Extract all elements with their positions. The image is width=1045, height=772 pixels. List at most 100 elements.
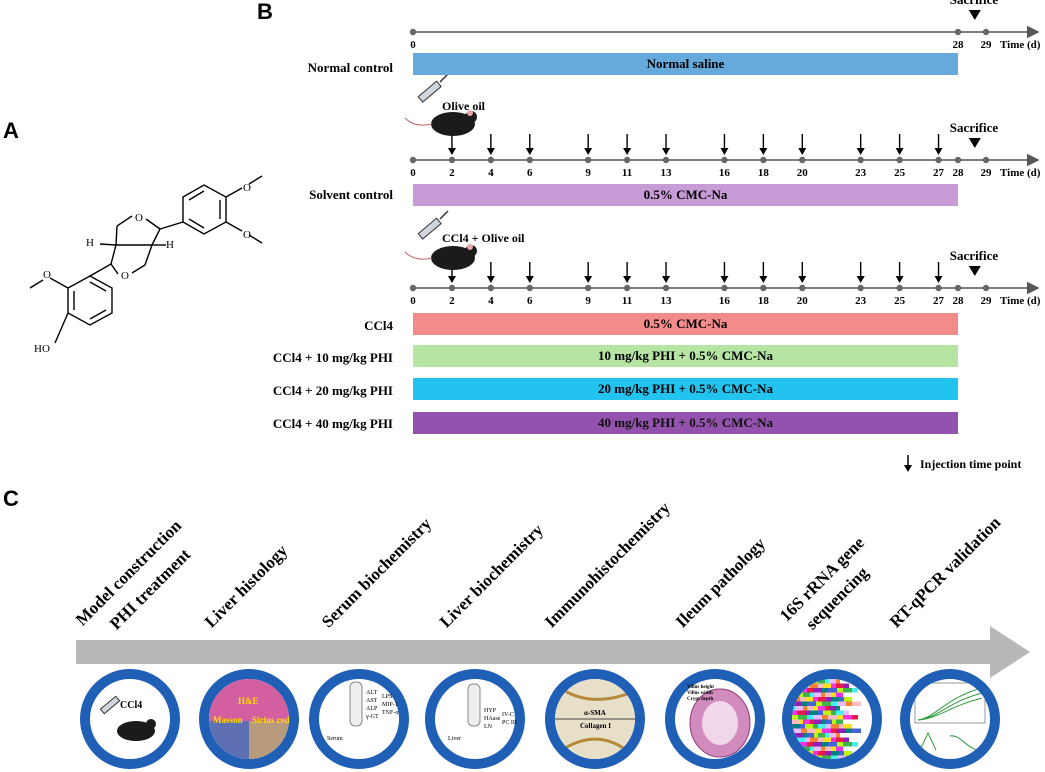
sequence-bar-segment [839, 751, 844, 756]
sequence-bar-segment [852, 728, 861, 733]
sequence-bar-segment [826, 724, 831, 729]
timeline-point [760, 156, 767, 164]
sequence-bar-segment [810, 737, 818, 742]
circle-label: Collagen I [580, 722, 611, 730]
sequence-bar-segment [828, 742, 837, 747]
circle-label: MIP-1 [382, 702, 398, 708]
injection-arrowhead [584, 276, 593, 283]
timeline-point [584, 284, 592, 292]
time-axis-label: Time (d) [1000, 39, 1041, 51]
group-label: Solvent control [309, 187, 393, 202]
panel-label-c: C [3, 486, 19, 511]
injection-arrowhead [895, 148, 904, 155]
timeline-point [935, 284, 942, 292]
sequence-bar-segment [810, 710, 818, 715]
treatment-bar: 20 mg/kg PHI + 0.5% CMC-Na [413, 378, 958, 400]
circle-label: ALT [366, 690, 377, 696]
sequence-bar-segment [818, 683, 823, 688]
injection-arrowhead [895, 276, 904, 283]
sequence-bar-segment [813, 724, 818, 729]
rt-qpcr-circle [900, 669, 1000, 769]
tick-label: 9 [585, 167, 591, 179]
circle-label: Serum [327, 736, 343, 742]
sequence-bar-segment [799, 719, 803, 724]
tick-label: 18 [758, 295, 770, 307]
circle-label: TNF-α [382, 710, 399, 716]
tick-label: 23 [855, 295, 867, 307]
timeline-point [448, 156, 456, 164]
sequence-bar-segment [816, 728, 822, 733]
sequence-bar-segment [839, 724, 844, 729]
serum-biochemistry-circle: Serum ALT AST ALP γ-GT LPS MIP-1 TNF-α [309, 669, 409, 769]
injection-arrowhead [720, 148, 729, 155]
sequence-bar-segment [810, 719, 814, 724]
circle-label: Villus height [687, 685, 714, 690]
timeline-point [409, 284, 417, 292]
sequence-bar-segment [796, 733, 803, 738]
sequence-bar-segment [823, 710, 831, 715]
tick-label: 23 [855, 167, 867, 179]
sequence-bar-segment [852, 715, 858, 720]
sequence-bar-segment [843, 742, 852, 747]
treatment-bar: 10 mg/kg PHI + 0.5% CMC-Na [413, 345, 958, 367]
injection-arrowhead [584, 148, 593, 155]
sequence-bar-segment [852, 701, 861, 706]
svg-text:O: O [243, 182, 251, 194]
group-label: CCl4 [364, 318, 393, 333]
step-label: Ileum pathology [671, 534, 770, 632]
sequence-bar-segment [836, 683, 844, 688]
sequence-bar-segment [839, 697, 844, 702]
sequence-bar-segment [818, 679, 825, 684]
timeline-point [954, 284, 962, 292]
treatment-bar: 0.5% CMC-Na [413, 184, 958, 206]
mouse-icon [404, 110, 477, 136]
panel-label-b: B [257, 0, 273, 24]
sequence-bar-segment [816, 701, 822, 706]
tick-label: 4 [488, 295, 494, 307]
group-label: CCl4 + 10 mg/kg PHI [272, 350, 393, 365]
sequence-bar-segment [803, 706, 807, 711]
sequence-bar-segment [810, 692, 814, 697]
sequence-bar-segment [825, 692, 832, 697]
tick-label: 29 [981, 39, 993, 51]
circle-label: LN [484, 724, 493, 730]
circle-label: Villus width [687, 691, 713, 696]
treatment-bar: 40 mg/kg PHI + 0.5% CMC-Na [413, 412, 958, 434]
injection-arrowhead [720, 276, 729, 283]
olive-oil-label: Olive oil [442, 99, 486, 113]
sequence-bar-segment [821, 719, 825, 724]
sequence-bar-segment [844, 724, 852, 729]
sequence-bar-segment [792, 728, 801, 733]
ileum-pathology-circle: Villus height Villus width Crypt depth [665, 669, 765, 769]
step-label: Serum biochemistry [317, 514, 436, 632]
injection-arrowhead [623, 276, 632, 283]
timeline-point [662, 284, 670, 292]
workflow-arrowhead [990, 626, 1030, 678]
sequence-bar-segment [810, 746, 814, 751]
sequence-bar-segment [844, 697, 852, 702]
sequence-bar-segment [831, 697, 839, 702]
injection-arrowhead [934, 148, 943, 155]
sequence-bar-segment [814, 733, 818, 738]
tick-label: 20 [797, 295, 809, 307]
sequence-bar-segment [801, 701, 807, 706]
timeline-point [954, 28, 962, 36]
sequence-bar-segment [825, 733, 829, 738]
sequence-bar-segment [831, 710, 836, 715]
sequence-bar-segment [829, 706, 836, 711]
sequence-bar-segment [828, 688, 837, 693]
sequence-bar-segment [822, 701, 831, 706]
sequence-bar-segment [818, 710, 823, 715]
sequence-bar-segment [803, 746, 810, 751]
sequence-bar-segment [807, 715, 813, 720]
syringe-icon [417, 210, 449, 240]
sequence-bar-segment [836, 710, 844, 715]
circle-label: γ-GT [365, 714, 379, 720]
tick-label: 16 [719, 295, 731, 307]
sequence-bar-segment [846, 728, 852, 733]
sequence-bar-segment [837, 728, 846, 733]
sequence-bar-segment [796, 706, 803, 711]
sequence-bar-segment [837, 715, 843, 720]
injection-arrowhead [856, 276, 865, 283]
sequence-bar-segment [832, 719, 836, 724]
